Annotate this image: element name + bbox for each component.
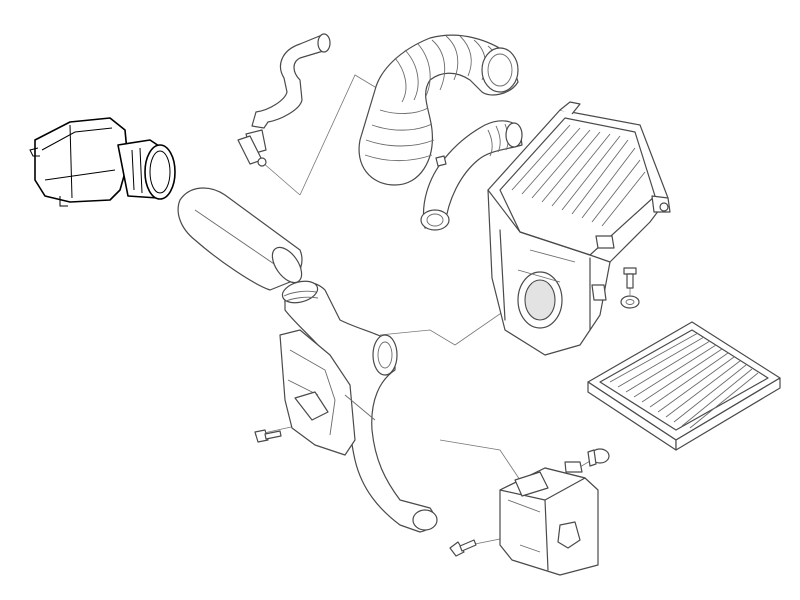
corrugated-intake-hose[interactable] [358, 34, 519, 186]
clip[interactable] [587, 448, 610, 467]
screw-bottom[interactable] [449, 539, 477, 557]
screw[interactable] [254, 429, 282, 443]
air-filter-element[interactable] [587, 321, 781, 451]
highlighted-intake-duct[interactable] [29, 117, 176, 207]
air-filter-housing[interactable] [487, 101, 671, 356]
washer[interactable] [620, 295, 640, 309]
intake-pipe[interactable] [177, 187, 307, 291]
resonator-box[interactable] [499, 461, 599, 576]
breather-hose[interactable] [237, 33, 331, 167]
leader-lines [254, 74, 631, 546]
bolt[interactable] [623, 267, 637, 289]
upper-air-hose[interactable] [420, 120, 523, 231]
lower-air-duct[interactable] [279, 278, 438, 533]
